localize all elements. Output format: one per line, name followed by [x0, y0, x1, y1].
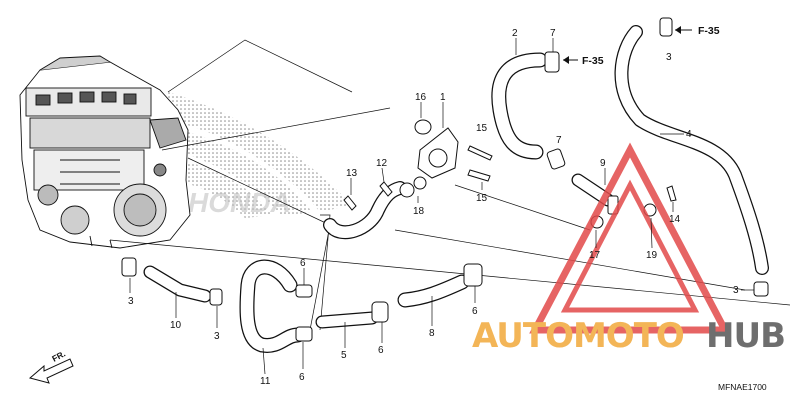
callout-15b: 15 [476, 193, 488, 204]
callout-6a: 6 [300, 258, 306, 269]
reference-f35-a: F-35 [563, 55, 604, 67]
drawing-code: MFNAE1700 [718, 382, 767, 392]
callout-3b: 3 [128, 296, 134, 307]
engine-illustration [19, 55, 191, 249]
watermark-triangle [529, 142, 731, 334]
callout-8: 8 [429, 328, 435, 339]
watermark: AUTOMOTO HUB [472, 142, 786, 356]
bolts [343, 145, 677, 211]
callout-4: 4 [686, 129, 692, 140]
callout-16: 16 [415, 92, 427, 103]
callout-18: 18 [413, 206, 425, 217]
callout-6d: 6 [472, 306, 478, 317]
callout-3a: 3 [666, 52, 672, 63]
callout-9: 9 [600, 158, 606, 169]
honda-brand-text: HONDA [188, 187, 291, 218]
callout-10: 10 [170, 320, 182, 331]
callout-7a: 7 [550, 28, 556, 39]
hose-4 [614, 25, 769, 275]
hose-11 [239, 259, 306, 353]
reference-f35-b: F-35 [675, 25, 720, 37]
callout-15a: 15 [476, 123, 488, 134]
callout-1: 1 [440, 92, 446, 103]
o-ring-16 [414, 119, 432, 135]
thermostat-housing [399, 119, 459, 198]
front-direction-arrow: FR. [28, 349, 74, 384]
callout-6b: 6 [299, 372, 305, 383]
callout-13: 13 [346, 168, 358, 179]
callout-7b: 7 [556, 135, 562, 146]
svg-text:F-35: F-35 [582, 55, 604, 67]
callout-3d: 3 [733, 285, 739, 296]
leader-lines [109, 39, 791, 331]
callout-19: 19 [646, 250, 658, 261]
callout-2: 2 [512, 28, 518, 39]
callout-5: 5 [341, 350, 347, 361]
callout-14: 14 [669, 214, 681, 225]
watermark-text-left: AUTOMOTO [472, 316, 684, 356]
clamps [121, 17, 769, 342]
hose-2 [491, 52, 548, 160]
svg-text:F-35: F-35 [698, 25, 720, 37]
callout-17: 17 [589, 250, 601, 261]
pipe-5 [315, 311, 379, 329]
callout-12: 12 [376, 158, 388, 169]
callout-11: 11 [260, 376, 271, 387]
honda-wing-emblem: HONDA [168, 92, 352, 218]
elbow-hose [323, 181, 407, 240]
callout-labels: 2 7 3 4 1 16 15 15 7 9 12 13 18 14 17 19… [128, 28, 754, 387]
hose-10 [143, 265, 212, 303]
hose-8 [397, 274, 470, 308]
callout-6c: 6 [378, 345, 384, 356]
watermark-text-right: HUB [706, 316, 785, 356]
callout-3c: 3 [214, 331, 220, 342]
